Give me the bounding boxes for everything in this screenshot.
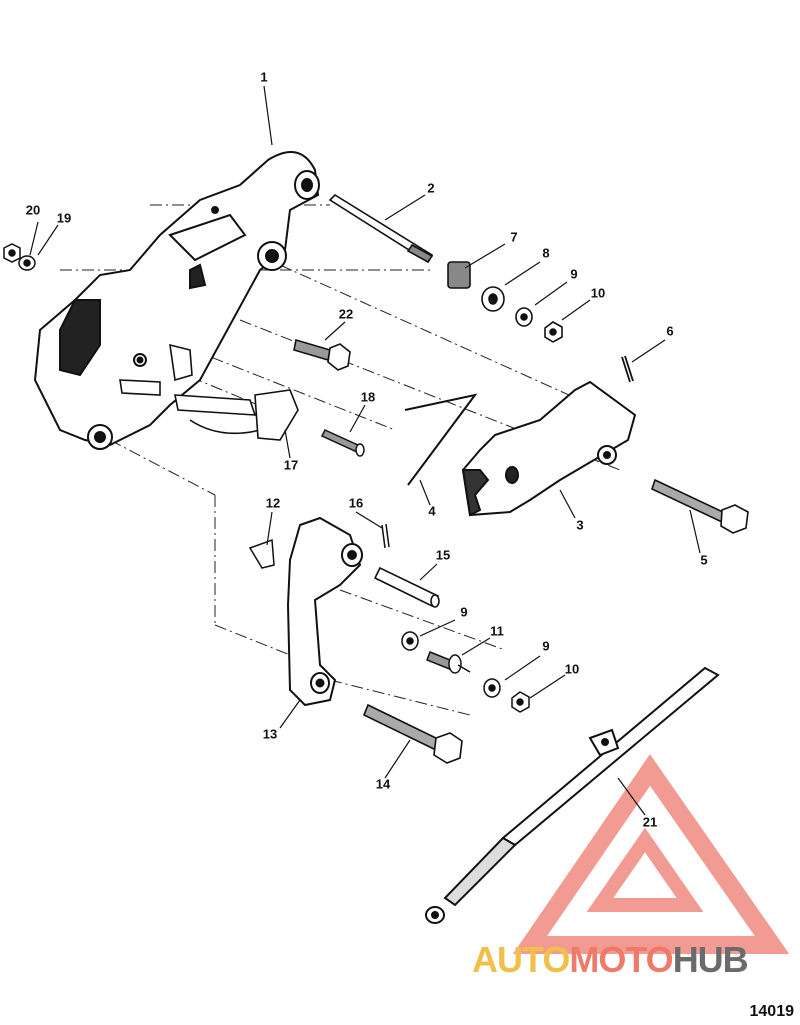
callout-number: 17 (284, 457, 298, 472)
switch-assembly (119, 343, 299, 441)
callout-number: 9 (542, 638, 549, 653)
cotter-pin-6 (621, 355, 634, 383)
callout-number: 5 (700, 552, 707, 567)
callout-number: 16 (349, 495, 363, 510)
callout-number: 12 (266, 495, 280, 510)
callout-number: 14 (376, 776, 391, 791)
bolt-5 (651, 478, 749, 534)
callout-number: 20 (26, 202, 40, 217)
callout-number: 13 (263, 726, 277, 741)
lever-bracket-3 (461, 380, 637, 517)
callout-number: 22 (339, 306, 353, 321)
callout-number: 18 (361, 389, 375, 404)
watermark-brand-text: AUTOMOTOHUB (472, 939, 749, 980)
callout-number: 1 (260, 69, 267, 84)
spring-washer-nut-stack (447, 261, 563, 343)
callout-number: 2 (427, 180, 434, 195)
callout-number: 6 (666, 323, 673, 338)
watermark-text-hub: HUB (672, 939, 749, 980)
callout-number: 3 (576, 517, 583, 532)
watermark-logo (512, 754, 790, 954)
callout-number: 7 (510, 229, 517, 244)
callout-number: 9 (570, 266, 577, 281)
lower-stack-9-11-9-10 (401, 631, 530, 713)
watermark-text-auto: AUTO (472, 939, 570, 980)
screw-18 (320, 429, 365, 457)
long-stud (328, 193, 434, 264)
callout-number: 9 (460, 604, 467, 619)
clip-12-pin-16 (248, 523, 390, 569)
callout-number: 10 (565, 661, 579, 676)
bolt-14 (362, 703, 463, 764)
callout-number: 21 (643, 814, 657, 829)
washer-nut-19-20 (3, 243, 36, 271)
callout-number: 11 (490, 623, 504, 638)
cable-21 (425, 666, 720, 924)
main-bracket (33, 151, 320, 450)
callout-number: 19 (57, 210, 71, 225)
callout-number: 8 (542, 245, 549, 260)
pin-15 (373, 566, 440, 608)
watermark-text-moto: MOTO (569, 939, 673, 980)
figure-number: 14019 (749, 1003, 795, 1020)
callout-number: 15 (436, 547, 450, 562)
callout-number: 10 (591, 285, 605, 300)
callout-number: 4 (428, 503, 436, 518)
wire-link-4 (404, 393, 478, 486)
lever-arm-13 (286, 516, 363, 707)
bolt-22 (293, 338, 351, 371)
leader-lines (29, 85, 701, 816)
